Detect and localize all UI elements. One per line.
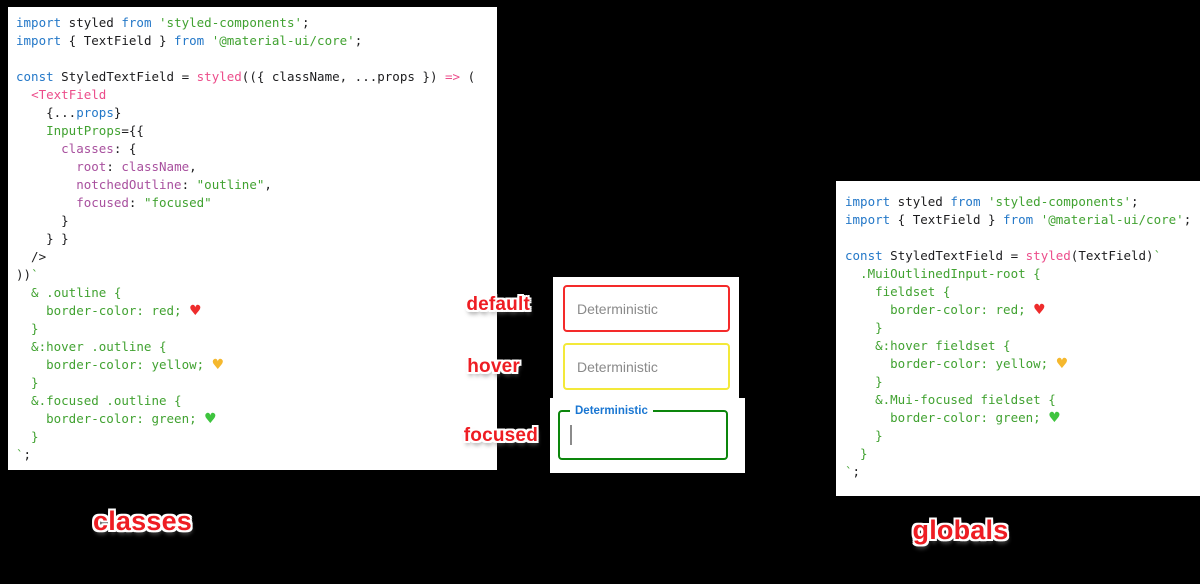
code-line: & .outline { xyxy=(16,285,122,300)
textfield-hover[interactable] xyxy=(563,343,730,390)
code-line: .MuiOutlinedInput-root { xyxy=(845,266,1041,281)
code-line: } xyxy=(845,320,883,335)
code-line: <TextField xyxy=(31,87,107,102)
code-line: border-color: green; ♥ xyxy=(16,411,217,427)
textfield-hover-input[interactable] xyxy=(565,345,728,388)
annotation-classes: classes xyxy=(93,506,192,536)
code-line: } xyxy=(16,375,39,390)
code-line xyxy=(16,50,489,68)
code-line: } xyxy=(16,321,39,336)
code-line: import styled from 'styled-components'; xyxy=(16,15,310,30)
classes-code-panel: import styled from 'styled-components'; i… xyxy=(8,7,497,470)
code-line: border-color: red; ♥ xyxy=(16,303,202,319)
code-line: {...props} xyxy=(16,105,122,120)
code-line: `; xyxy=(845,464,861,479)
annotation-hover: hover xyxy=(467,356,520,377)
annotation-globals: globals xyxy=(912,515,1009,545)
code-line: } xyxy=(16,213,69,228)
code-line: const StyledTextField = styled(({ classN… xyxy=(16,69,476,84)
textfield-default[interactable] xyxy=(563,285,730,332)
code-line: import { TextField } from '@material-ui/… xyxy=(16,33,363,48)
code-line: InputProps={{ xyxy=(46,123,144,138)
code-line: } xyxy=(845,428,883,443)
code-line: } xyxy=(845,374,883,389)
code-line: notchedOutline: "outline", xyxy=(76,177,272,192)
yellow-heart-icon: ♥ xyxy=(1055,356,1069,372)
green-heart-icon: ♥ xyxy=(1048,410,1061,426)
code-line: border-color: green; ♥ xyxy=(845,410,1061,426)
code-line: &.Mui-focused fieldset { xyxy=(845,392,1056,407)
code-line: const StyledTextField = styled(TextField… xyxy=(845,248,1162,263)
code-line: import { TextField } from '@material-ui/… xyxy=(845,212,1192,227)
code-line: focused: "focused" xyxy=(76,195,212,210)
globals-code-panel: import styled from 'styled-components'; i… xyxy=(836,181,1200,496)
textfield-default-input[interactable] xyxy=(565,287,728,330)
code-line: border-color: yellow; ♥ xyxy=(16,357,225,373)
code-line: /> xyxy=(16,249,47,264)
textfield-focused-panel: Deterministic xyxy=(550,398,745,473)
code-line: import styled from 'styled-components'; xyxy=(845,194,1139,209)
code-line: &.focused .outline { xyxy=(16,393,182,408)
red-heart-icon: ♥ xyxy=(189,303,202,319)
textfield-focused-notch-label: Deterministic xyxy=(570,403,653,419)
code-line: `; xyxy=(16,447,32,462)
annotation-focused: focused xyxy=(463,425,538,446)
code-line: ))` xyxy=(16,267,39,282)
code-line: root: className, xyxy=(76,159,197,174)
annotation-default: default xyxy=(466,294,530,315)
code-line: &:hover .outline { xyxy=(16,339,167,354)
code-line: border-color: red; ♥ xyxy=(845,302,1046,318)
code-line: &:hover fieldset { xyxy=(845,338,1011,353)
code-line: } xyxy=(845,446,868,461)
textfield-focused[interactable]: Deterministic xyxy=(558,403,728,460)
yellow-heart-icon: ♥ xyxy=(211,357,225,373)
green-heart-icon: ♥ xyxy=(204,411,217,427)
code-line: } } xyxy=(16,231,69,246)
text-cursor-caret xyxy=(570,425,572,445)
code-line: border-color: yellow; ♥ xyxy=(845,356,1069,372)
red-heart-icon: ♥ xyxy=(1033,302,1046,318)
code-line: fieldset { xyxy=(845,284,951,299)
code-line: } xyxy=(16,429,39,444)
code-line: classes: { xyxy=(61,141,137,156)
textfields-demo-panel xyxy=(553,277,739,398)
code-line xyxy=(845,229,1196,247)
